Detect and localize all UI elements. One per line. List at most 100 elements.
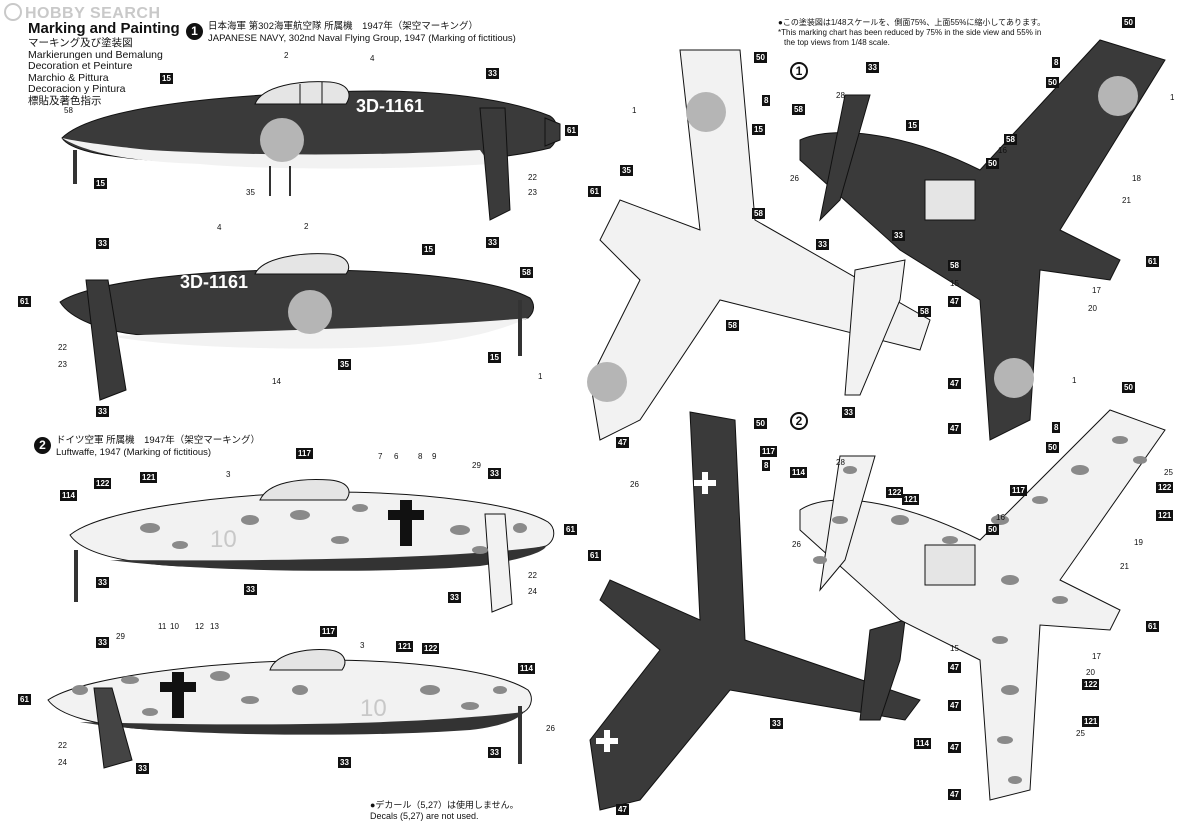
callout-number: 117 bbox=[296, 448, 313, 459]
callout-number: 28 bbox=[836, 91, 845, 100]
callout-number: 61 bbox=[1146, 621, 1159, 632]
callout-number: 26 bbox=[546, 724, 555, 733]
watermark-logo-icon bbox=[4, 3, 22, 21]
callout-number: 22 bbox=[58, 343, 67, 352]
callout-number: 3 bbox=[226, 470, 231, 479]
callout-number: 61 bbox=[564, 524, 577, 535]
legend-line: Marchio & Pittura bbox=[28, 71, 109, 84]
legend-line: Decoration et Peinture bbox=[28, 60, 133, 72]
callout-number: 17 bbox=[1092, 652, 1101, 661]
callout-number: 33 bbox=[770, 718, 783, 729]
callout-number: 114 bbox=[790, 467, 807, 478]
callout-number: 1 bbox=[1072, 376, 1077, 385]
callout-number: 58 bbox=[792, 104, 805, 115]
callout-number: 35 bbox=[620, 165, 633, 176]
callout-number: 8 bbox=[418, 452, 423, 461]
callout-number: 50 bbox=[1046, 77, 1059, 88]
callout-number: 58 bbox=[1004, 134, 1017, 145]
callout-number: 121 bbox=[396, 641, 414, 652]
callout-number: 33 bbox=[96, 406, 109, 417]
callout-number: 3 bbox=[360, 641, 365, 650]
decal-note-jp: ●デカール（5,27）は使用しません。 bbox=[370, 800, 519, 810]
callout-number: 24 bbox=[58, 758, 67, 767]
callout-number: 117 bbox=[760, 446, 777, 457]
callout-number: 9 bbox=[432, 452, 437, 461]
callout-number: 33 bbox=[96, 637, 109, 648]
callout-number: 114 bbox=[914, 738, 931, 749]
callout-number: 61 bbox=[588, 550, 601, 561]
scheme2-title-en: Luftwaffe, 1947 (Marking of fictitious) bbox=[56, 446, 212, 458]
callout-number: 8 bbox=[1052, 422, 1061, 433]
callout-number: 19 bbox=[1134, 538, 1143, 547]
callout-number: 50 bbox=[754, 52, 767, 63]
callout-number: 50 bbox=[986, 524, 999, 535]
callout-number: 47 bbox=[948, 296, 961, 307]
scale-note: ●この塗装図は1/48スケールを、側面75%、上面55%に縮小してあります。 *… bbox=[778, 18, 1045, 48]
decal-note-en: Decals (5,27) are not used. bbox=[370, 811, 479, 821]
callout-number: 6 bbox=[394, 452, 399, 461]
scheme1-heading: 1 日本海軍 第302海軍航空隊 所属機 1947年（架空マーキング） JAPA… bbox=[186, 21, 516, 44]
callout-number: 33 bbox=[486, 68, 499, 79]
callout-number: 15 bbox=[160, 73, 173, 84]
top-view-badge-1: 1 bbox=[790, 62, 808, 80]
callout-number: 8 bbox=[762, 95, 771, 106]
legend-line: Markierungen und Bemalung bbox=[28, 48, 163, 61]
scheme2-title-jp: ドイツ空軍 所属機 1947年（架空マーキング） bbox=[56, 435, 260, 446]
callout-number: 33 bbox=[338, 757, 351, 768]
callout-number: 33 bbox=[866, 62, 879, 73]
top-view-jn-underside bbox=[587, 49, 931, 441]
callout-number: 33 bbox=[488, 747, 501, 758]
callout-number: 2 bbox=[284, 51, 289, 60]
hobby-search-watermark: HOBBY SEARCH bbox=[4, 3, 161, 23]
callout-number: 15 bbox=[752, 124, 765, 135]
callout-number: 17 bbox=[1092, 286, 1101, 295]
side-view-jn-lower: 3D-1161 bbox=[59, 253, 534, 401]
callout-number: 58 bbox=[726, 320, 739, 331]
callout-number: 122 bbox=[94, 478, 112, 489]
callout-number: 22 bbox=[58, 741, 67, 750]
callout-number: 58 bbox=[520, 267, 533, 278]
callout-number: 33 bbox=[96, 577, 109, 588]
callout-number: 58 bbox=[64, 106, 73, 115]
callout-number: 15 bbox=[488, 352, 501, 363]
callout-number: 15 bbox=[950, 644, 959, 653]
callout-number: 61 bbox=[565, 125, 578, 136]
callout-number: 15 bbox=[422, 244, 435, 255]
callout-number: 47 bbox=[948, 700, 961, 711]
scheme1-title-en: JAPANESE NAVY, 302nd Naval Flying Group,… bbox=[208, 32, 516, 44]
scale-note-jp: ●この塗装図は1/48スケールを、側面75%、上面55%に縮小してあります。 bbox=[778, 18, 1046, 27]
callout-number: 50 bbox=[986, 158, 999, 169]
callout-number: 26 bbox=[790, 174, 799, 183]
callout-number: 22 bbox=[528, 173, 537, 182]
callout-number: 24 bbox=[528, 587, 537, 596]
callout-number: 15 bbox=[94, 178, 107, 189]
callout-number: 15 bbox=[950, 279, 959, 288]
callout-number: 20 bbox=[1086, 668, 1095, 677]
scheme2-heading: 2 ドイツ空軍 所属機 1947年（架空マーキング） Luftwaffe, 19… bbox=[34, 435, 260, 458]
top-view-jn-upper bbox=[799, 39, 1166, 441]
callout-number: 1 bbox=[632, 106, 637, 115]
callout-number: 7 bbox=[378, 452, 383, 461]
callout-number: 29 bbox=[116, 632, 125, 641]
callout-number: 122 bbox=[886, 487, 904, 498]
callout-number: 26 bbox=[792, 540, 801, 549]
top-view-lw-upper bbox=[799, 409, 1166, 801]
callout-number: 8 bbox=[1052, 57, 1061, 68]
callout-number: 61 bbox=[588, 186, 601, 197]
callout-number: 11 bbox=[158, 622, 167, 631]
callout-number: 122 bbox=[1082, 679, 1100, 690]
callout-number: 16 bbox=[996, 513, 1005, 522]
scheme1-side-code-2: 3D-1161 bbox=[180, 272, 248, 292]
callout-number: 117 bbox=[320, 626, 337, 637]
legend-title: Marking and Painting bbox=[28, 20, 180, 37]
callout-number: 47 bbox=[616, 804, 629, 815]
callout-number: 4 bbox=[370, 54, 375, 63]
callout-number: 33 bbox=[486, 237, 499, 248]
callout-number: 122 bbox=[422, 643, 440, 654]
callout-number: 47 bbox=[948, 378, 961, 389]
callout-number: 13 bbox=[210, 622, 219, 631]
callout-number: 50 bbox=[1046, 442, 1059, 453]
watermark-text: HOBBY SEARCH bbox=[25, 5, 161, 22]
callout-number: 121 bbox=[140, 472, 158, 483]
